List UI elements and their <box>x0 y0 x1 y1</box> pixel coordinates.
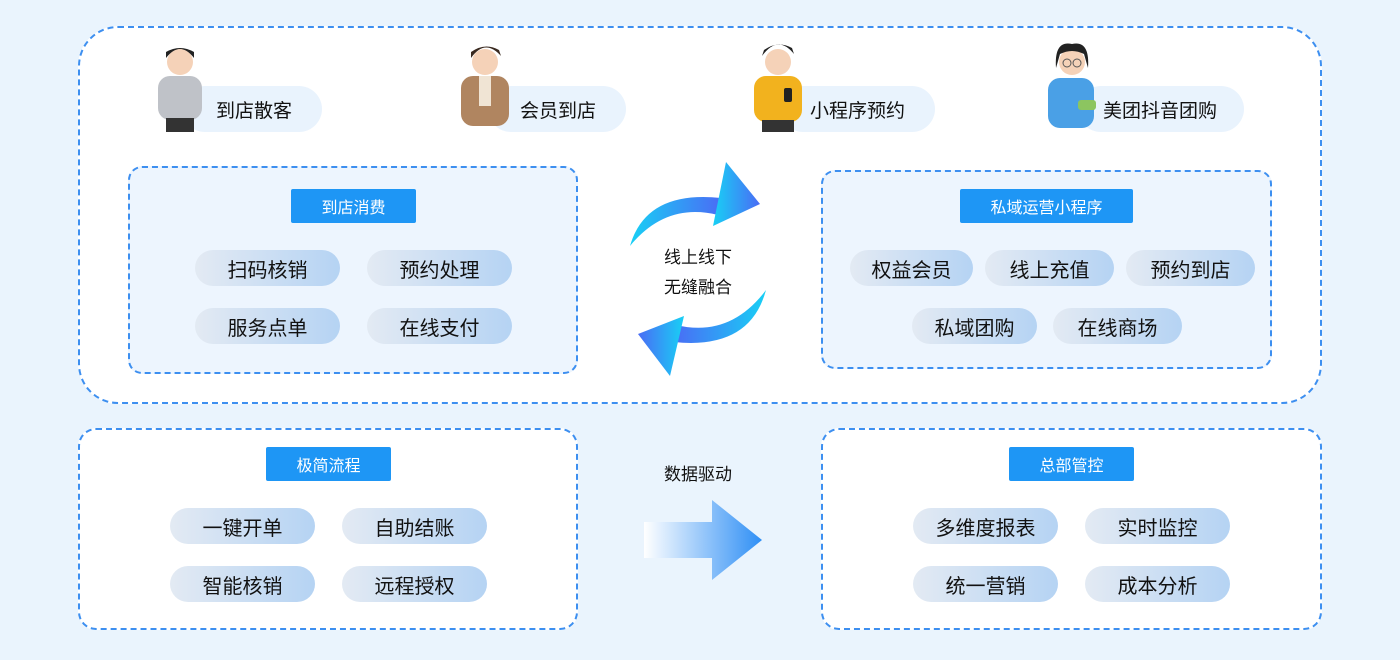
feature-chip: 扫码核销 <box>195 250 340 286</box>
avatar-member-icon <box>461 46 509 126</box>
hq-control-title: 总部管控 <box>1009 447 1134 481</box>
feature-chip: 预约处理 <box>367 250 512 286</box>
feature-chip: 在线商场 <box>1053 308 1182 344</box>
persona-member: 会员到店 <box>488 86 626 132</box>
center-caption-line1: 线上线下 <box>664 248 732 268</box>
persona-label: 小程序预约 <box>810 99 906 122</box>
feature-chip: 统一营销 <box>913 566 1058 602</box>
feature-chip: 预约到店 <box>1126 250 1255 286</box>
feature-chip: 远程授权 <box>342 566 487 602</box>
persona-label: 会员到店 <box>520 99 597 122</box>
persona-walk-in: 到店散客 <box>182 86 322 132</box>
feature-chip: 在线支付 <box>367 308 512 344</box>
simple-flow-title: 极简流程 <box>266 447 391 481</box>
feature-chip: 服务点单 <box>195 308 340 344</box>
sync-cycle-arrows-icon <box>630 162 766 376</box>
persona-group-buy: 美团抖音团购 <box>1078 86 1244 132</box>
simple-flow-panel <box>78 428 578 630</box>
avatar-walk-in-icon <box>158 48 202 132</box>
in-store-title: 到店消费 <box>291 189 416 223</box>
feature-chip: 权益会员 <box>850 250 973 286</box>
feature-chip: 私域团购 <box>912 308 1037 344</box>
feature-chip: 线上充值 <box>985 250 1114 286</box>
avatar-miniprogram-icon <box>754 44 802 132</box>
feature-chip: 实时监控 <box>1085 508 1230 544</box>
avatar-group-buy-icon <box>1048 43 1096 128</box>
feature-chip: 多维度报表 <box>913 508 1058 544</box>
data-driven-label: 数据驱动 <box>664 465 732 485</box>
feature-chip: 一键开单 <box>170 508 315 544</box>
data-driven-arrow-icon <box>644 500 762 580</box>
persona-miniprogram: 小程序预约 <box>780 86 935 132</box>
persona-label: 到店散客 <box>216 99 293 122</box>
center-caption-line2: 无缝融合 <box>664 278 732 298</box>
feature-chip: 智能核销 <box>170 566 315 602</box>
feature-chip: 成本分析 <box>1085 566 1230 602</box>
private-domain-title: 私域运营小程序 <box>960 189 1133 223</box>
feature-chip: 自助结账 <box>342 508 487 544</box>
persona-label: 美团抖音团购 <box>1103 99 1218 122</box>
